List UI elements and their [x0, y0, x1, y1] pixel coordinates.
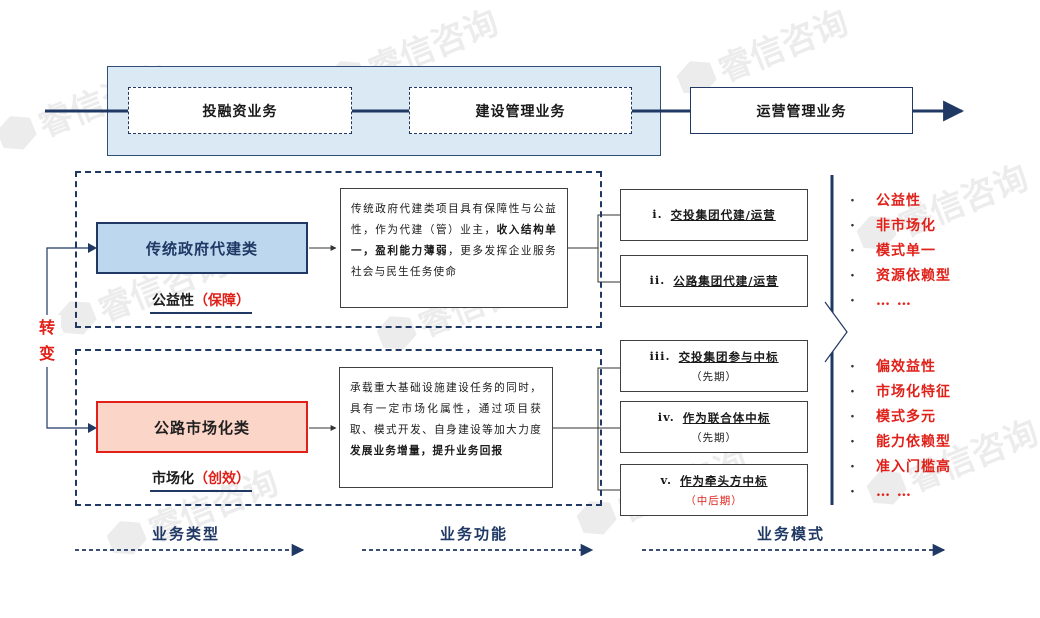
mode-item: iv.作为联合体中标 （先期）: [620, 401, 808, 453]
feature-item: 偏效益性: [850, 355, 951, 380]
transition-chevron: [824, 301, 848, 363]
mode-item: ii.公路集团代建/运营: [620, 255, 808, 307]
feature-item: 能力依赖型: [850, 430, 951, 455]
feature-item: … …: [850, 480, 951, 505]
feature-item: 资源依赖型: [850, 264, 951, 289]
feature-item: 市场化特征: [850, 380, 951, 405]
feature-item: 公益性: [850, 189, 951, 214]
desc-market: 承载重大基础设施建设任务的同时，具有一定市场化属性，通过项目获取、模式开发、自身…: [339, 367, 553, 488]
mode-item: v.作为牵头方中标 （中后期）: [620, 464, 808, 516]
group-traditional: [75, 171, 602, 328]
group-market: [75, 349, 602, 506]
feature-item: 模式单一: [850, 239, 951, 264]
attribute-label-public: 公益性（保障）: [150, 290, 252, 314]
type-traditional-gov: 传统政府代建类: [96, 222, 308, 274]
axis-label-business-function: 业务功能: [440, 525, 509, 543]
mode-item: i.交投集团代建/运营: [620, 189, 808, 241]
type-highway-market: 公路市场化类: [96, 401, 308, 453]
feature-item: 模式多元: [850, 405, 951, 430]
axis-label-business-mode: 业务模式: [757, 525, 826, 543]
stage-construction-management: 建设管理业务: [409, 87, 632, 134]
feature-item: 非市场化: [850, 214, 951, 239]
attribute-label-market: 市场化（创效）: [150, 468, 252, 492]
features-after: 偏效益性 市场化特征 模式多元 能力依赖型 准入门槛高 … …: [850, 355, 951, 505]
stage-operation-management: 运营管理业务: [690, 87, 913, 134]
transition-arrowhead: [88, 423, 97, 433]
features-before: 公益性 非市场化 模式单一 资源依赖型 … …: [850, 189, 951, 314]
stage-investment-financing: 投融资业务: [128, 87, 352, 134]
transition-arrowhead: [88, 243, 97, 253]
axis-label-business-type: 业务类型: [152, 525, 221, 543]
transition-label: 转变: [33, 315, 61, 367]
mode-item: iii.交投集团参与中标 （先期）: [620, 340, 808, 392]
desc-traditional: 传统政府代建类项目具有保障性与公益性，作为代建（管）业主，收入结构单一，盈利能力…: [340, 188, 568, 308]
feature-item: 准入门槛高: [850, 455, 951, 480]
desc-mode-bracket: [568, 214, 620, 283]
feature-item: … …: [850, 289, 951, 314]
